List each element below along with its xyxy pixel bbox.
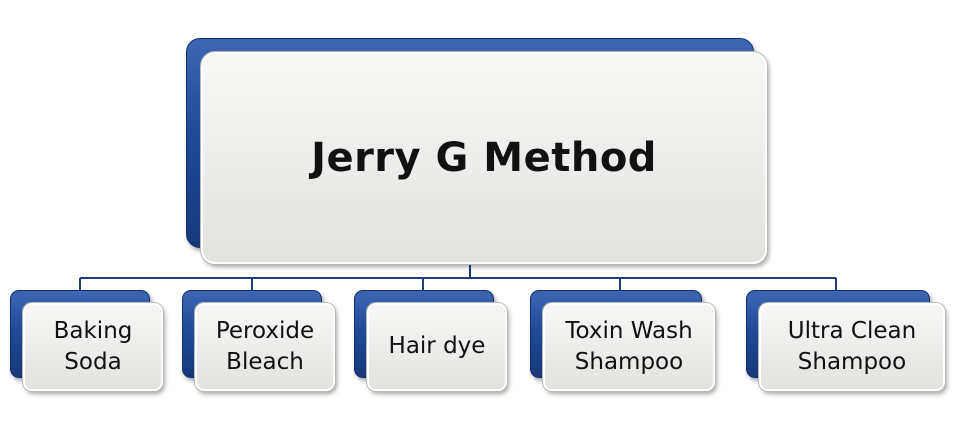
child-node-box: Toxin Wash Shampoo xyxy=(543,303,715,391)
child-node-label: Hair dye xyxy=(388,333,486,360)
root-node-box: Jerry G Method xyxy=(201,52,767,264)
child-node-box: Ultra Clean Shampoo xyxy=(759,303,945,391)
child-node-label: Peroxide Bleach xyxy=(215,317,315,375)
child-node-label: Ultra Clean Shampoo xyxy=(787,317,917,375)
child-node-box: Peroxide Bleach xyxy=(195,303,335,391)
child-node-label: Toxin Wash Shampoo xyxy=(565,317,693,375)
child-node-box: Hair dye xyxy=(367,303,507,391)
child-node-label: Baking Soda xyxy=(53,317,133,375)
child-node-box: Baking Soda xyxy=(23,303,163,391)
root-node-label: Jerry G Method xyxy=(311,135,657,181)
